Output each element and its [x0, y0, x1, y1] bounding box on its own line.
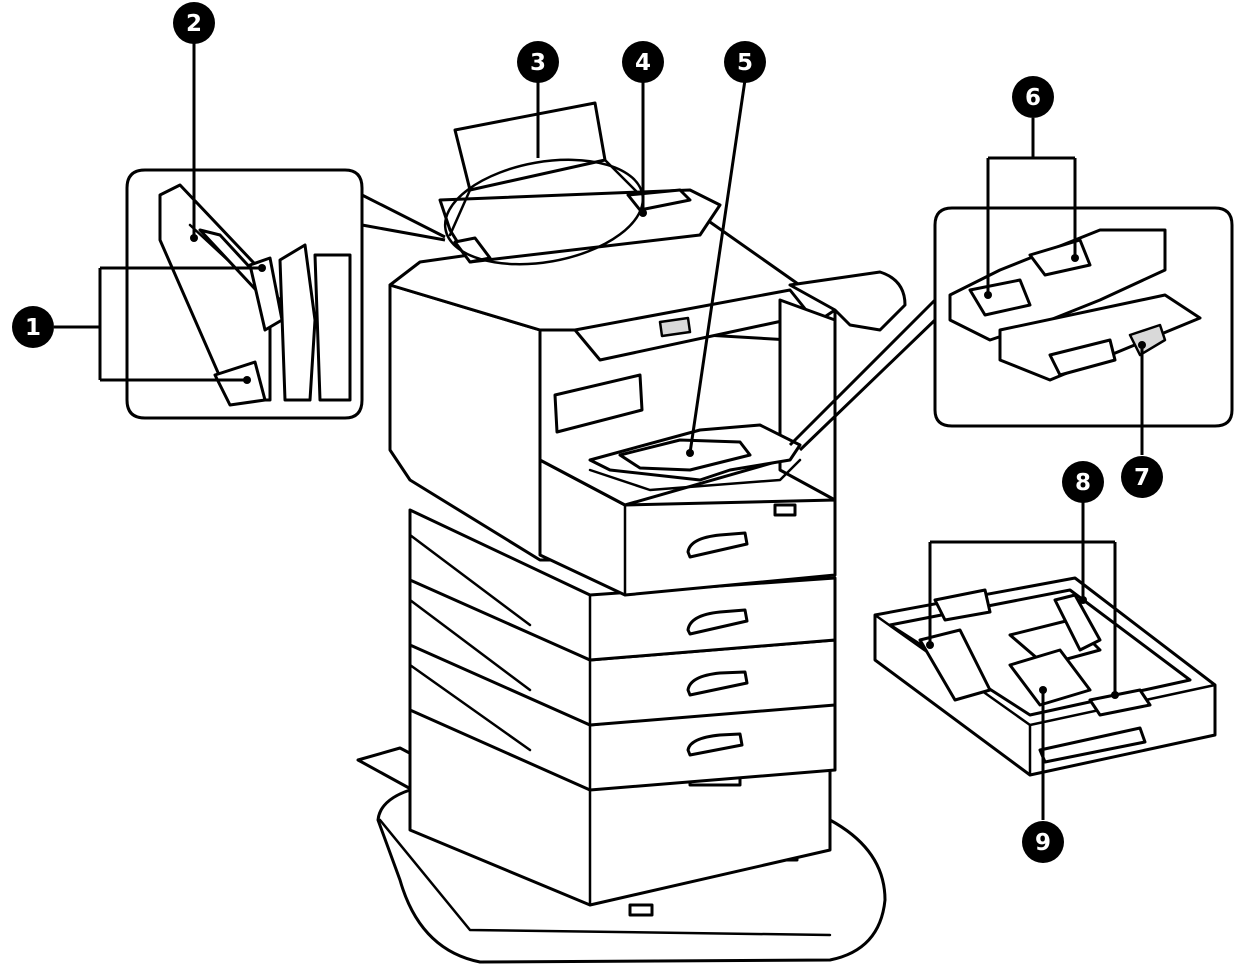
inset-rear-feed — [125, 168, 446, 420]
callout-4-label: 4 — [635, 50, 651, 76]
callout-9: 9 — [1022, 821, 1064, 863]
output-tray-area — [588, 423, 802, 492]
callout-5: 5 — [724, 41, 766, 83]
callout-7: 7 — [1121, 456, 1163, 498]
callout-3: 3 — [517, 41, 559, 83]
callout-6-label: 6 — [1025, 85, 1041, 111]
callout-8-label: 8 — [1075, 470, 1091, 496]
callout-1-label: 1 — [25, 315, 41, 341]
callout-6: 6 — [1012, 76, 1054, 118]
callout-8: 8 — [1062, 461, 1104, 503]
callout-3-label: 3 — [530, 50, 546, 76]
callout-9-label: 9 — [1035, 830, 1051, 856]
paper-cassette — [873, 576, 1217, 777]
callout-2-label: 2 — [186, 11, 202, 37]
callout-4: 4 — [622, 41, 664, 83]
leader-lines — [54, 43, 1144, 820]
inset-output-tray — [788, 206, 1234, 452]
callout-5-label: 5 — [737, 50, 753, 76]
callout-2: 2 — [173, 2, 215, 44]
callout-1: 1 — [12, 306, 54, 348]
rear-paper-feed — [438, 101, 722, 264]
callout-7-label: 7 — [1134, 465, 1150, 491]
leader-dots — [190, 209, 1146, 699]
cassette-stack — [408, 508, 837, 907]
